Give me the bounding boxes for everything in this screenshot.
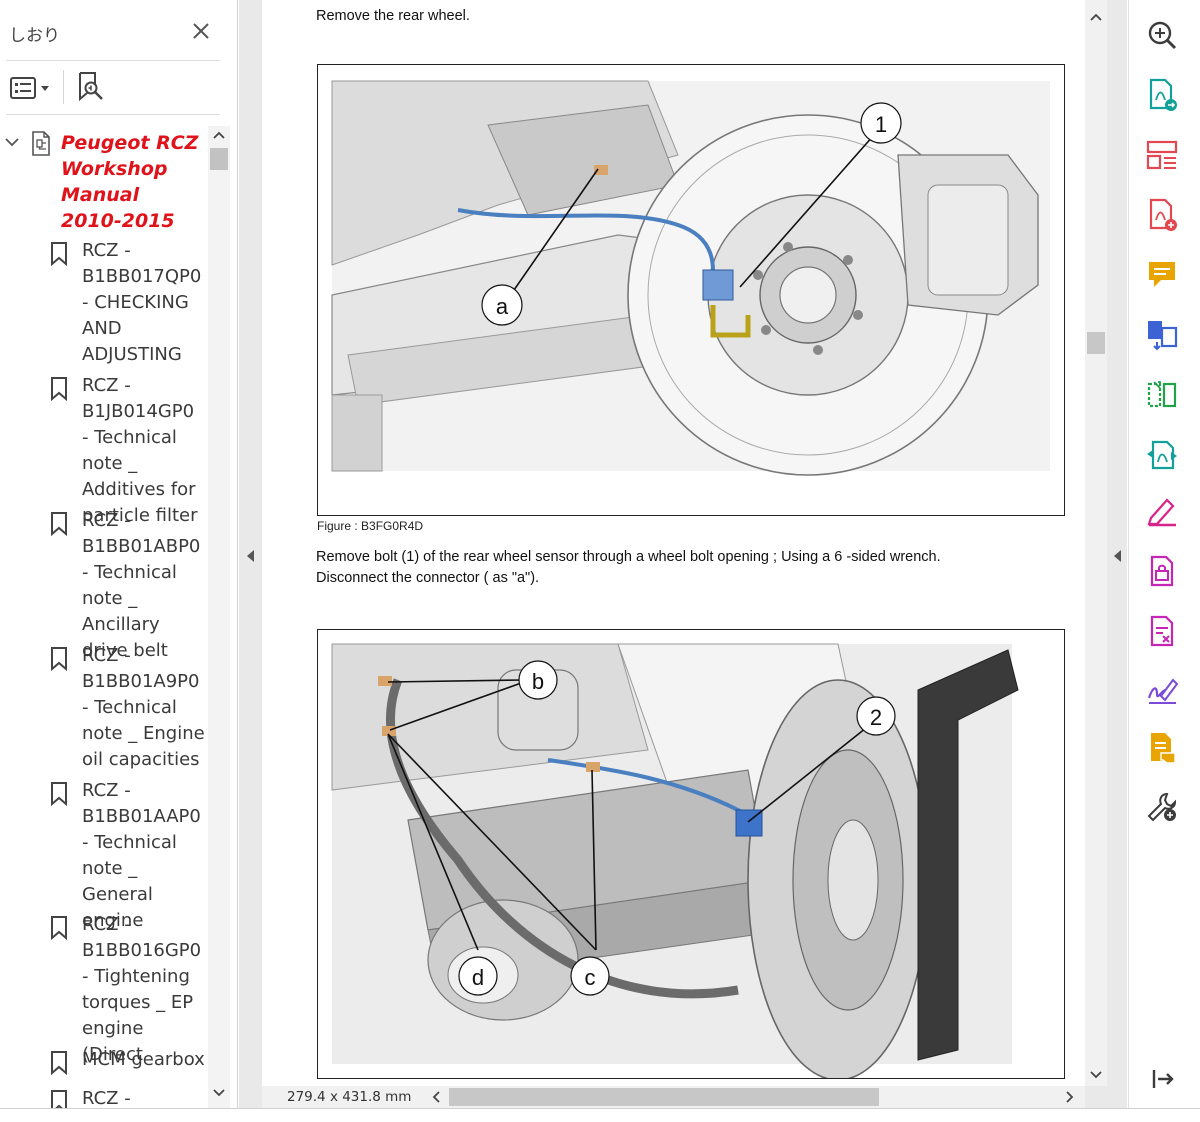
bookmark-tree-icon (32, 131, 50, 156)
bookmark-options-icon[interactable] (10, 75, 54, 101)
scroll-up-icon[interactable] (1085, 8, 1107, 28)
figure-1: 1 a (317, 64, 1065, 516)
bookmarks-title: しおり (9, 26, 60, 46)
comment-icon[interactable] (1145, 258, 1179, 292)
collapse-left-icon[interactable] (245, 549, 255, 563)
bookmark-label: RCZ - B1BB01AAP0 - Technical note _ Gene… (82, 780, 201, 931)
instruction-text: Disconnect the connector ( as "a"). (316, 570, 540, 586)
vertical-scrollbar[interactable] (1085, 0, 1107, 1086)
scrollbar-thumb[interactable] (1087, 332, 1105, 354)
close-icon[interactable] (190, 20, 212, 42)
combine-files-icon[interactable] (1145, 318, 1179, 352)
find-bookmark-icon[interactable] (75, 71, 105, 103)
bookmarks-scrollbar[interactable] (208, 126, 230, 1108)
bookmark-label: RCZ - B1BB01ABP0 - Technical note _ Anci… (82, 510, 201, 661)
convert-icon[interactable] (1145, 438, 1179, 472)
bookmark-icon (51, 242, 67, 266)
bookmark-label: RCZ - B1JB014GP0 - Technical note _ Addi… (82, 375, 198, 526)
figure-2: b 2 c d (317, 629, 1065, 1079)
bookmark-label: RCZ - B1BB017QP0 - CHECKING AND ADJUSTIN… (82, 240, 202, 365)
divider (6, 60, 220, 61)
callout-1: 1 (875, 112, 887, 137)
bookmark-icon (51, 782, 67, 806)
fill-sign-icon[interactable] (1145, 672, 1179, 706)
export-pdf-icon[interactable] (1145, 78, 1179, 112)
scroll-right-icon[interactable] (1062, 1088, 1076, 1106)
bookmark-label: RCZ - (82, 1088, 131, 1108)
callout-2: 2 (870, 705, 882, 730)
collapse-right-icon[interactable] (1112, 549, 1122, 563)
bookmark-label: RCZ - B1BB016GP0 - Tightening torques _ … (82, 914, 202, 1065)
bookmark-label: RCZ - B1BB01A9P0 - Technical note _ Engi… (82, 645, 205, 770)
chevron-down-icon[interactable] (4, 134, 20, 150)
window-bottom-edge (0, 1108, 1200, 1122)
compare-icon[interactable] (1145, 378, 1179, 412)
divider (6, 114, 220, 115)
instruction-text: Remove the rear wheel. (316, 8, 470, 24)
bookmark-icon (51, 916, 67, 940)
bookmark-root-label[interactable]: Peugeot RCZ Workshop Manual 2010-2015 (61, 132, 199, 232)
callout-d: d (472, 965, 484, 990)
callout-b: b (532, 669, 544, 694)
scrollbar-thumb[interactable] (210, 148, 228, 170)
status-bar: 279.4 x 431.8 mm (262, 1086, 1085, 1108)
bookmark-icon (51, 377, 67, 401)
more-tools-icon[interactable] (1145, 790, 1179, 824)
bookmarks-header: しおり (0, 0, 237, 62)
instruction-text: Remove bolt (1) of the rear wheel sensor… (316, 549, 941, 565)
bookmarks-panel: しおり Peugeot RCZ Workshop Manual 2010-201… (0, 0, 238, 1108)
edit-pdf-icon[interactable] (1145, 494, 1179, 528)
page-size-readout: 279.4 x 431.8 mm (287, 1089, 412, 1105)
scroll-down-icon[interactable] (208, 1082, 230, 1102)
scroll-up-icon[interactable] (208, 126, 230, 146)
document-viewport: Remove the rear wheel. (239, 0, 1127, 1108)
bookmark-tree: Peugeot RCZ Workshop Manual 2010-2015 RC… (0, 120, 208, 1108)
zoom-icon[interactable] (1145, 18, 1179, 52)
callout-a: a (496, 294, 509, 319)
bookmark-icon (51, 1051, 67, 1075)
protect-icon[interactable] (1145, 554, 1179, 588)
create-pdf-icon[interactable] (1145, 198, 1179, 232)
send-for-review-icon[interactable] (1145, 730, 1179, 764)
bookmark-icon (51, 1090, 67, 1108)
bookmark-label: MCM gearbox (82, 1049, 205, 1070)
bookmark-icon (51, 647, 67, 671)
expand-panel-icon[interactable] (1145, 1062, 1179, 1096)
scrollbar-thumb[interactable] (449, 1088, 879, 1106)
bookmark-icon (51, 512, 67, 536)
brake-disc-illustration: 1 a (331, 80, 1050, 476)
scroll-down-icon[interactable] (1085, 1064, 1107, 1084)
toolbar-separator (63, 70, 64, 104)
scroll-left-icon[interactable] (430, 1088, 444, 1106)
organize-pages-icon[interactable] (1145, 138, 1179, 172)
callout-c: c (585, 965, 596, 990)
tools-pane (1128, 0, 1200, 1108)
suspension-illustration: b 2 c d (331, 643, 1019, 1078)
redact-icon[interactable] (1145, 614, 1179, 648)
figure-caption: Figure : B3FG0R4D (317, 519, 424, 533)
document-page: Remove the rear wheel. (262, 0, 1087, 1086)
